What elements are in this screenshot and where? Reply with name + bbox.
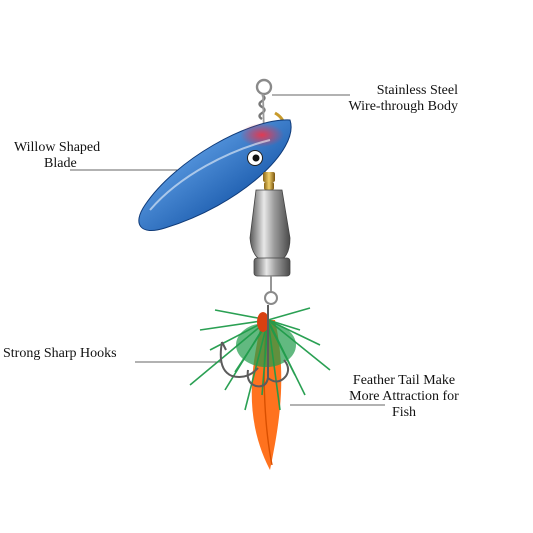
callout-stainless-steel-body: Stainless Steel Wire-through Body: [348, 83, 458, 114]
stainless-steel-body: [249, 189, 291, 277]
callout-sharp-hooks: Strong Sharp Hooks: [3, 346, 117, 361]
feather-tail: [189, 307, 331, 470]
callout-feather-tail: Feather Tail Make More Attraction for Fi…: [349, 373, 459, 420]
brass-bead: [263, 172, 275, 182]
callout-willow-blade: Willow Shaped Blade: [14, 140, 101, 171]
willow-blade: [138, 119, 292, 231]
lower-wire: [264, 276, 278, 305]
treble-hook: [219, 305, 290, 388]
